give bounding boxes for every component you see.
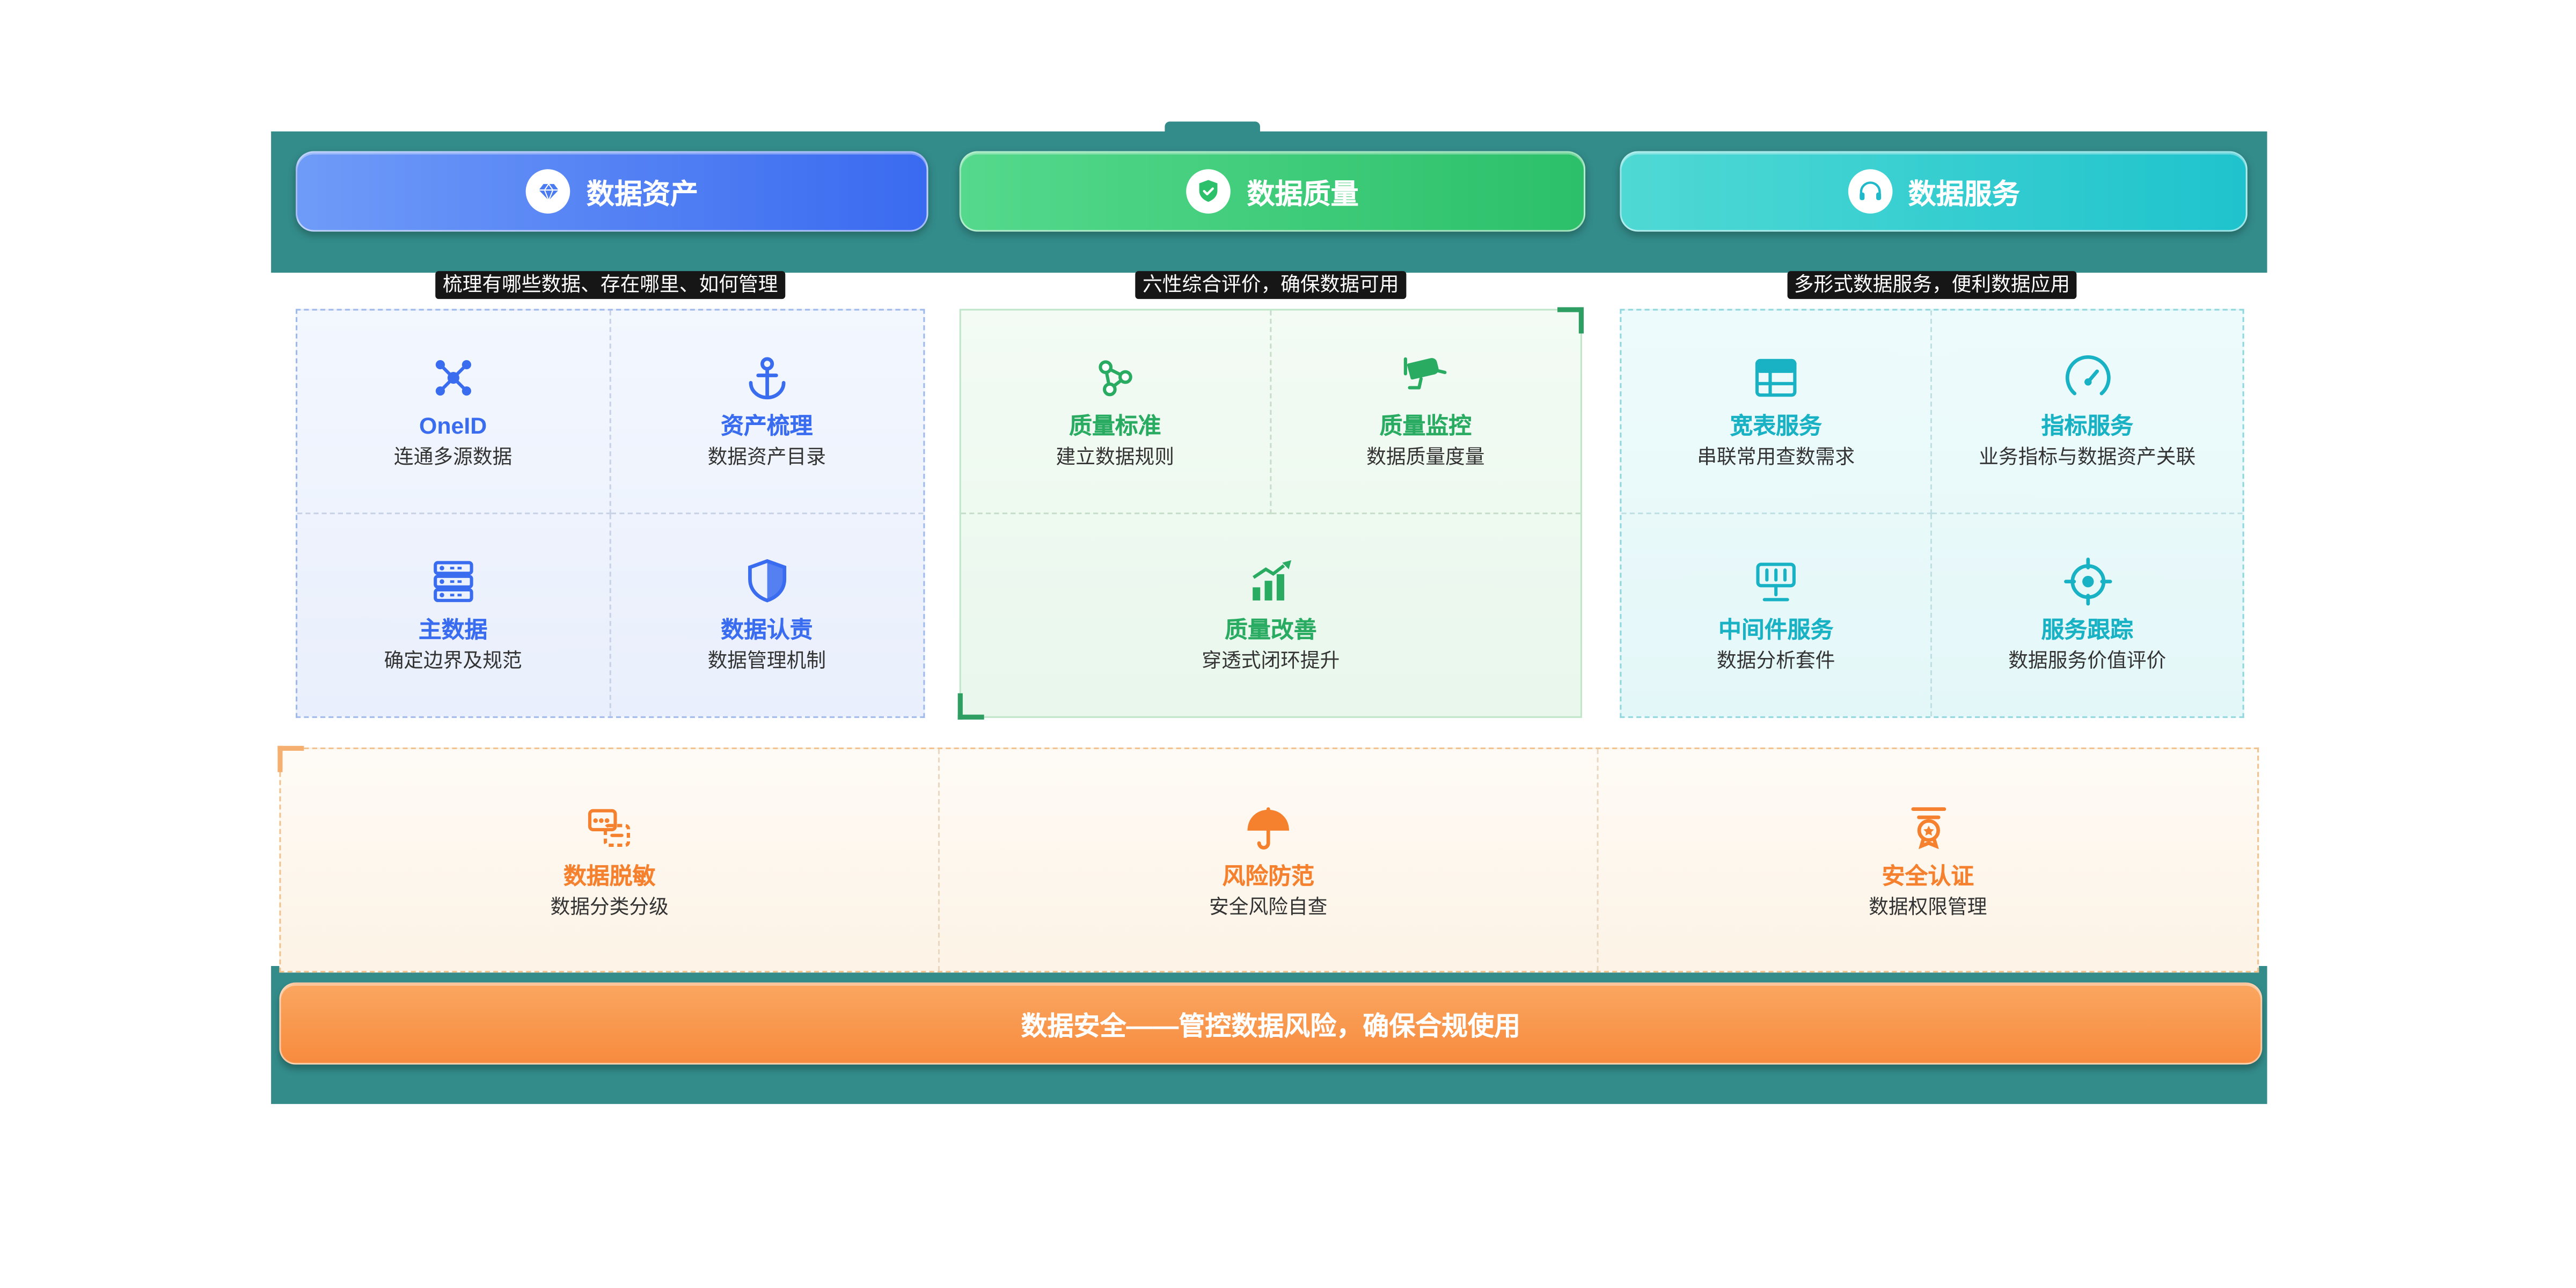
- feature-title: 服务跟踪: [2041, 616, 2133, 643]
- tab-data-assets[interactable]: 数据资产: [296, 151, 928, 232]
- feature-title: 数据认责: [721, 616, 813, 643]
- feature-title: 指标服务: [2041, 413, 2133, 440]
- feature-title: 安全认证: [1882, 861, 1974, 888]
- rule-nodes-icon: [1089, 352, 1141, 405]
- badge-icon: [1901, 801, 1954, 853]
- feature-title: 中间件服务: [1718, 616, 1834, 643]
- feature-risk-prevention: 风险防范 安全风险自查: [940, 749, 1599, 971]
- feature-data-masking: 数据脱敏 数据分类分级: [281, 749, 940, 971]
- feature-desc: 穿透式闭环提升: [1202, 649, 1340, 673]
- tab-data-quality[interactable]: 数据质量: [959, 151, 1586, 232]
- tab-subtitle-services: 多形式数据服务，便利数据应用: [1620, 271, 2244, 299]
- feature-metric-service: 指标服务 业务指标与数据资产关联: [1931, 311, 2243, 514]
- feature-desc: 数据管理机制: [707, 649, 826, 673]
- feature-desc: 数据分析套件: [1716, 649, 1835, 673]
- panel-data-security: 数据脱敏 数据分类分级 风险防范 安全风险自查: [277, 745, 2259, 973]
- umbrella-icon: [1242, 801, 1294, 853]
- feature-asset-sorting: 资产梳理 数据资产目录: [610, 311, 924, 514]
- tab-label: 数据质量: [1247, 179, 1359, 210]
- shield-check-icon: [1186, 169, 1231, 214]
- feature-title: 资产梳理: [721, 413, 813, 440]
- mask-card-icon: [583, 801, 636, 853]
- top-notch-decoration: [1165, 121, 1260, 133]
- middleware-icon: [1750, 556, 1802, 609]
- tab-label: 数据资产: [586, 179, 699, 210]
- feature-quality-standard: 质量标准 建立数据规则: [961, 310, 1271, 514]
- feature-data-accountability: 数据认责 数据管理机制: [610, 514, 923, 716]
- feature-title: 质量改善: [1225, 616, 1317, 643]
- feature-quality-improvement: 质量改善 穿透式闭环提升: [961, 514, 1580, 716]
- feature-desc: 数据分类分级: [550, 895, 669, 918]
- feature-desc: 建立数据规则: [1056, 445, 1175, 469]
- feature-middleware-service: 中间件服务 数据分析套件: [1621, 513, 1932, 716]
- feature-oneid: OneID 连通多源数据: [297, 310, 611, 514]
- table-icon: [1750, 352, 1802, 405]
- anchor-icon: [741, 352, 793, 405]
- gauge-icon: [2061, 352, 2113, 405]
- gem-icon: [525, 169, 570, 214]
- tab-label: 数据服务: [1908, 179, 2020, 210]
- panel-data-services: 宽表服务 串联常用查数需求 指标服务 业务指标与数据资产关联: [1620, 309, 2244, 718]
- target-icon: [2061, 556, 2113, 609]
- tab-subtitle-quality: 六性综合评价，确保数据可用: [960, 271, 1582, 299]
- feature-quality-monitoring: 质量监控 数据质量度量: [1270, 311, 1580, 514]
- network-icon: [427, 352, 479, 405]
- feature-title: 主数据: [418, 616, 488, 643]
- panel-data-assets: OneID 连通多源数据 资产梳理 数据资产目录: [296, 309, 925, 718]
- headset-icon: [1847, 169, 1892, 214]
- feature-title: 质量标准: [1069, 413, 1161, 440]
- security-banner-text: 数据安全——管控数据风险，确保合规使用: [1021, 1013, 1521, 1042]
- chart-up-icon: [1245, 556, 1297, 609]
- tab-data-services[interactable]: 数据服务: [1620, 151, 2248, 232]
- feature-desc: 串联常用查数需求: [1697, 445, 1855, 469]
- feature-title: 宽表服务: [1730, 413, 1822, 440]
- feature-desc: 数据服务价值评价: [2008, 649, 2167, 673]
- tab-subtitle-assets: 梳理有哪些数据、存在哪里、如何管理: [296, 271, 925, 299]
- feature-desc: 安全风险自查: [1209, 895, 1328, 918]
- panel-data-quality: 质量标准 建立数据规则 质量监控 数据质量度量: [957, 307, 1584, 720]
- feature-desc: 数据资产目录: [707, 445, 826, 469]
- feature-desc: 确定边界及规范: [384, 649, 522, 673]
- feature-title: 质量监控: [1379, 413, 1472, 440]
- feature-service-tracking: 服务跟踪 数据服务价值评价: [1932, 514, 2243, 716]
- feature-desc: 数据质量度量: [1366, 445, 1485, 469]
- feature-desc: 连通多源数据: [393, 445, 513, 469]
- feature-title: 数据脱敏: [563, 861, 656, 888]
- feature-master-data: 主数据 确定边界及规范: [297, 513, 611, 716]
- server-stack-icon: [427, 556, 479, 609]
- shield-icon: [741, 556, 793, 609]
- feature-desc: 业务指标与数据资产关联: [1979, 445, 2196, 469]
- feature-desc: 数据权限管理: [1869, 895, 1987, 918]
- security-banner: 数据安全——管控数据风险，确保合规使用: [279, 982, 2263, 1065]
- cctv-icon: [1399, 352, 1452, 405]
- feature-wide-table-service: 宽表服务 串联常用查数需求: [1621, 310, 1932, 514]
- feature-title: OneID: [419, 413, 487, 440]
- feature-title: 风险防范: [1222, 861, 1314, 888]
- feature-security-certification: 安全认证 数据权限管理: [1599, 749, 2258, 971]
